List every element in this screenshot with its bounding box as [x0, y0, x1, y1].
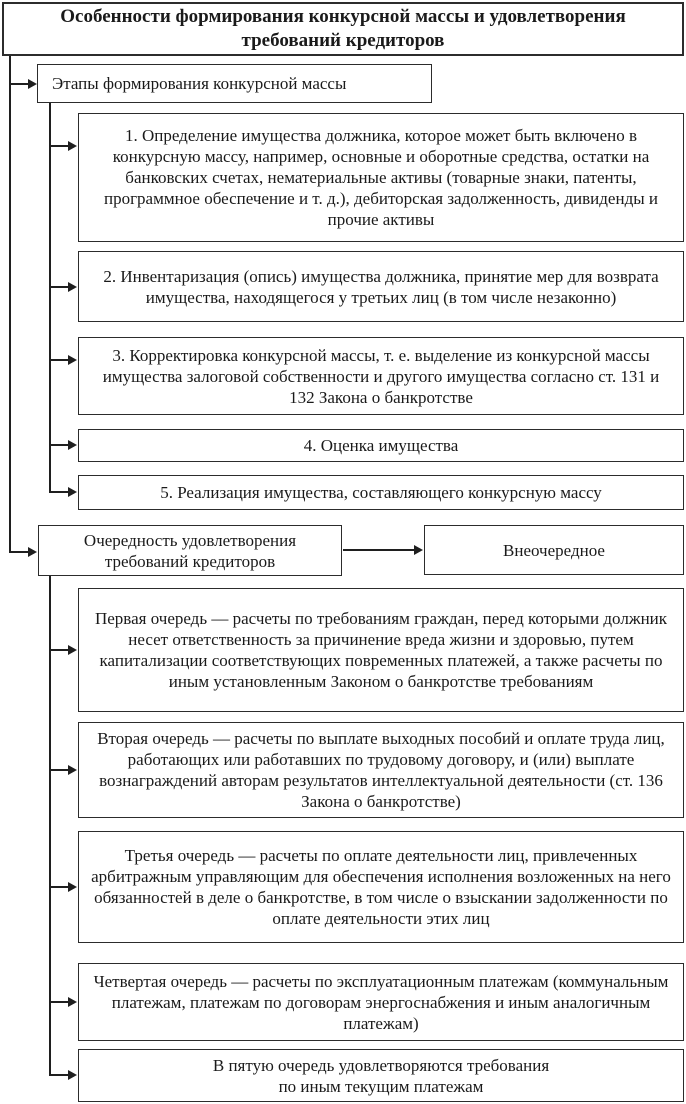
arrow-line: [343, 549, 414, 551]
queue-item-1: Первая очередь — расчеты по требованиям …: [78, 588, 684, 712]
queue-item-3: Третья очередь — расчеты по оплате деяте…: [78, 831, 684, 943]
arrow-line: [49, 649, 68, 651]
queue-item-5: В пятую очередь удовлетворяются требован…: [78, 1049, 684, 1102]
arrowhead-icon: [414, 545, 423, 555]
arrow-line: [9, 83, 28, 85]
arrow-line: [49, 359, 68, 361]
arrow-line: [49, 444, 68, 446]
stages-connector-line: [49, 103, 51, 493]
queue-item-2: Вторая очередь — расчеты по выплате выхо…: [78, 722, 684, 818]
stage-item-4: 4. Оценка имущества: [78, 429, 684, 462]
arrowhead-icon: [68, 141, 77, 151]
arrowhead-icon: [68, 487, 77, 497]
arrow-line: [49, 145, 68, 147]
arrowhead-icon: [68, 765, 77, 775]
arrowhead-icon: [68, 1070, 77, 1080]
arrow-line: [49, 1001, 68, 1003]
arrowhead-icon: [68, 997, 77, 1007]
main-connector-line: [9, 56, 11, 553]
stage-item-3: 3. Корректировка конкурсной массы, т. е.…: [78, 337, 684, 415]
diagram-title: Особенности формирования конкурсной масс…: [2, 2, 684, 56]
arrowhead-icon: [68, 440, 77, 450]
arrowhead-icon: [28, 547, 37, 557]
arrow-line: [9, 551, 28, 553]
arrowhead-icon: [28, 79, 37, 89]
arrowhead-icon: [68, 282, 77, 292]
queues-connector-line: [49, 576, 51, 1076]
arrow-line: [49, 1074, 68, 1076]
arrowhead-icon: [68, 645, 77, 655]
queues-header-box: Очередность удовлетворения требований кр…: [38, 525, 342, 576]
arrow-line: [49, 491, 68, 493]
arrowhead-icon: [68, 355, 77, 365]
arrowhead-icon: [68, 882, 77, 892]
queue-item-4: Четвертая очередь — расчеты по эксплуата…: [78, 963, 684, 1041]
stage-item-2: 2. Инвентаризация (опись) имущества долж…: [78, 251, 684, 322]
stages-header-box: Этапы формирования конкурсной массы: [37, 64, 432, 103]
stage-item-5: 5. Реализация имущества, составляющего к…: [78, 475, 684, 510]
arrow-line: [49, 769, 68, 771]
extraordinary-box: Внеочередное: [424, 525, 684, 575]
stage-item-1: 1. Определение имущества должника, котор…: [78, 113, 684, 242]
arrow-line: [49, 886, 68, 888]
arrow-line: [49, 286, 68, 288]
